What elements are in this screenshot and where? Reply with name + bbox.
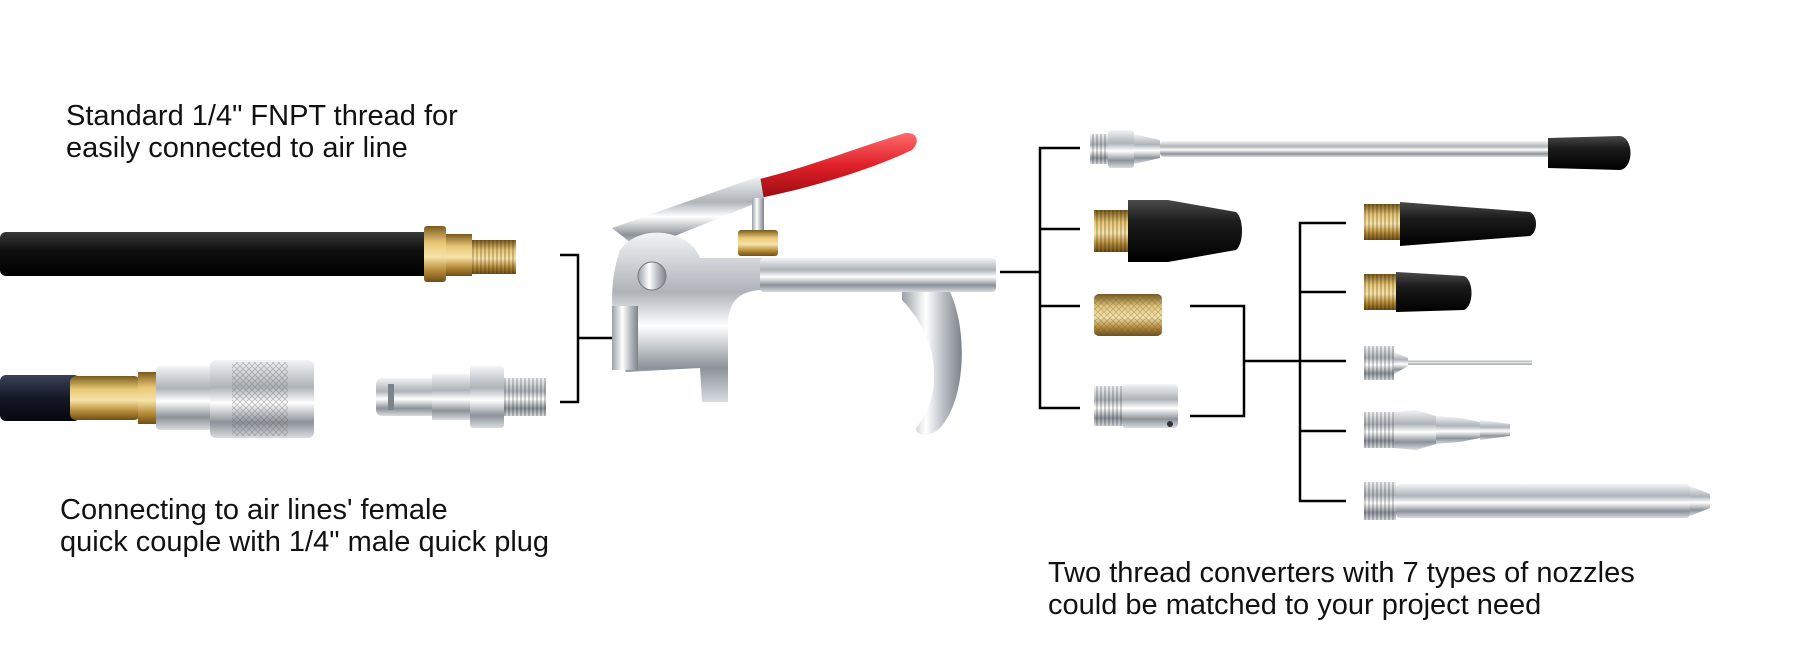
- fnpt-caption-line-1: Standard 1/4" FNPT thread for: [66, 100, 458, 132]
- quick-plug-caption: Connecting to air lines' female quick co…: [60, 494, 549, 558]
- needle-nozzle: [1364, 346, 1532, 380]
- plug-body: [432, 374, 472, 420]
- chrome-thread-converter: [1094, 384, 1178, 428]
- blow-gun: [612, 132, 996, 435]
- plug-nose: [376, 378, 436, 416]
- brass-valve-nut: [738, 230, 778, 256]
- brass-hex-nut: [446, 234, 472, 276]
- brass-thread-converter: [1094, 294, 1162, 336]
- male-quick-plug: [376, 366, 546, 428]
- brass-ferrule: [424, 226, 446, 282]
- stepped-cone-nozzle: [1364, 410, 1510, 450]
- accessory-bracket: [1000, 146, 1080, 410]
- converter-bracket: [1190, 221, 1346, 503]
- chrome-lever-arm: [612, 176, 764, 250]
- gun-trigger-hook: [902, 292, 962, 435]
- nozzles-caption-line-1: Two thread converters with 7 types of no…: [1048, 557, 1635, 589]
- air-hose-with-female-coupler: [0, 360, 314, 438]
- quick-plug-caption-line-1: Connecting to air lines' female: [60, 494, 448, 526]
- rubber-cone-nozzle: [1094, 200, 1242, 262]
- long-rubber-taper-nozzle: [1364, 202, 1536, 246]
- long-straight-tube-nozzle: [1364, 482, 1710, 520]
- fnpt-thread-caption: Standard 1/4" FNPT thread for easily con…: [66, 100, 458, 164]
- nozzles-caption-line-2: could be matched to your project need: [1048, 589, 1542, 621]
- extension-nozzle-rubber-tip: [1090, 130, 1631, 170]
- extension-tube: [1160, 141, 1560, 157]
- quick-plug-caption-line-2: quick couple with 1/4" male quick plug: [60, 526, 550, 558]
- left-bracket-connector: [560, 253, 615, 404]
- air-hose-with-brass-fitting: [0, 226, 516, 282]
- nozzles-caption: Two thread converters with 7 types of no…: [1048, 557, 1635, 621]
- black-air-hose: [0, 232, 430, 276]
- brass-hose-barb: [70, 376, 140, 420]
- fnpt-caption-line-2: easily connected to air line: [66, 132, 408, 164]
- gun-barrel: [760, 258, 996, 292]
- coupler-hex-body: [156, 366, 212, 430]
- brass-crimp-collar: [138, 372, 160, 424]
- gun-air-inlet: [612, 306, 638, 370]
- lever-pivot: [637, 261, 667, 291]
- red-lever-grip: [755, 132, 917, 198]
- short-rubber-taper-nozzle: [1364, 272, 1472, 312]
- blue-air-hose: [0, 375, 80, 421]
- rubber-tip: [1548, 136, 1631, 170]
- plug-hex: [470, 366, 504, 428]
